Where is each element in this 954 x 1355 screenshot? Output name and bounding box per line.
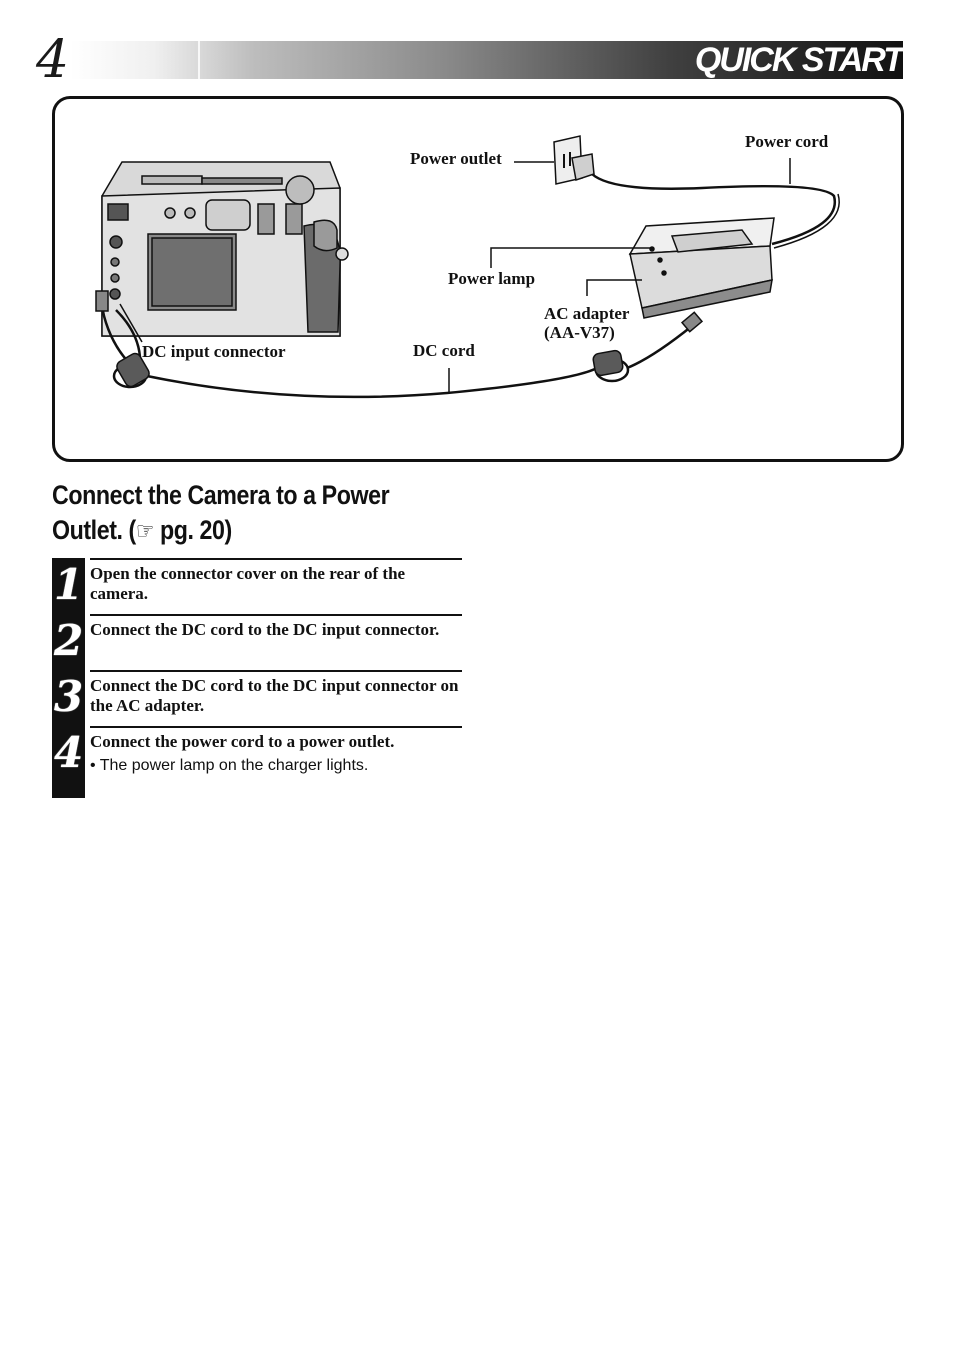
step-text: Connect the power cord to a power outlet… — [90, 732, 395, 751]
label-power-lamp: Power lamp — [448, 269, 536, 288]
page-title: QUICK START — [694, 41, 904, 79]
section-heading-line1: Connect the Camera to a Power — [52, 480, 390, 510]
label-dc-input-connector: DC input connector — [142, 342, 286, 361]
step-number: 1 — [54, 560, 84, 609]
step-divider — [90, 670, 462, 672]
step-text: Connect the DC cord to the DC input conn… — [90, 620, 440, 639]
label-dc-cord: DC cord — [413, 341, 475, 360]
step-item: 1 Open the connector cover on the rear o… — [52, 558, 462, 614]
step-item: 3 Connect the DC cord to the DC input co… — [52, 670, 462, 726]
power-cord-illustration — [591, 173, 840, 249]
camera-illustration — [101, 161, 349, 337]
label-power-cord: Power cord — [745, 132, 829, 151]
ac-adapter-illustration — [628, 217, 775, 319]
step-number: 3 — [54, 672, 84, 721]
section-heading-line2-prefix: Outlet. ( — [52, 515, 136, 545]
step-text: Connect the DC cord to the DC input conn… — [90, 676, 459, 715]
step-item: 4 Connect the power cord to a power outl… — [52, 726, 462, 798]
label-ac-adapter-model: (AA-V37) — [544, 323, 615, 342]
header-divider — [198, 41, 200, 79]
ferrite-core — [95, 290, 704, 388]
label-ac-adapter: AC adapter — [544, 304, 630, 323]
steps-list: 1 Open the connector cover on the rear o… — [52, 558, 462, 798]
step-number-bar — [52, 558, 85, 614]
page-number: 4 — [36, 30, 70, 90]
leader-lines — [119, 158, 791, 394]
step-item: 2 Connect the DC cord to the DC input co… — [52, 614, 462, 670]
step-divider — [90, 726, 462, 728]
step-divider — [90, 558, 462, 560]
step-number: 4 — [54, 728, 84, 777]
step-number-bar — [52, 726, 85, 798]
section-heading: Connect the Camera to a Power Outlet. (☞… — [52, 478, 413, 549]
pointing-hand-icon: ☞ — [135, 518, 155, 545]
step-number: 2 — [54, 616, 84, 665]
power-outlet-illustration — [553, 135, 595, 185]
step-number-bar — [52, 614, 85, 670]
header-gradient-bar — [70, 41, 903, 79]
page-reference-link: pg. 20) — [153, 515, 232, 545]
camera-connection-illustration — [95, 135, 840, 399]
label-power-outlet: Power outlet — [410, 149, 502, 168]
step-divider — [90, 614, 462, 616]
step-note: • The power lamp on the charger lights. — [90, 757, 369, 774]
step-number-bar — [52, 670, 85, 726]
step-text: Open the connector cover on the rear of … — [90, 564, 406, 603]
